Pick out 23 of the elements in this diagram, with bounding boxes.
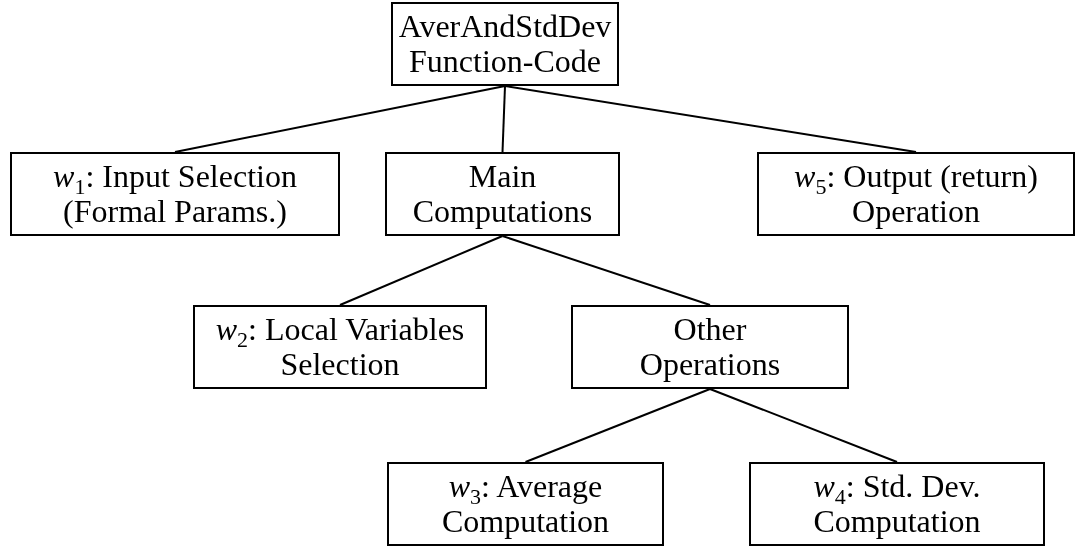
box-label: w$_{1}$: Input Selection (Formal Params.) [52, 159, 298, 229]
connector-line [174, 85, 506, 153]
process-box [193, 305, 487, 389]
process-box [10, 152, 340, 236]
connector-line [501, 85, 506, 153]
connector-line [501, 235, 711, 306]
box-label: w$_{2}$: Local Variables Selection [214, 312, 466, 382]
box-label: w$_{3}$: Average Computation [440, 469, 611, 539]
box-label: AverAndStdDev Function-Code [397, 9, 613, 79]
box-label: w$_{4}$: Std. Dev. Computation [812, 469, 982, 539]
process-box [749, 462, 1045, 546]
box-label: Main Computations [411, 159, 594, 229]
box-label: w$_{5}$: Output (return) Operation [793, 159, 1039, 229]
process-box [391, 2, 619, 86]
connector-line [504, 85, 917, 153]
process-box [385, 152, 620, 236]
process-box [387, 462, 664, 546]
process-box [571, 305, 849, 389]
connector-line [339, 235, 504, 306]
box-label: Other Operations [638, 312, 782, 382]
process-box [757, 152, 1075, 236]
connector-line [709, 388, 898, 463]
connector-line [524, 388, 711, 463]
